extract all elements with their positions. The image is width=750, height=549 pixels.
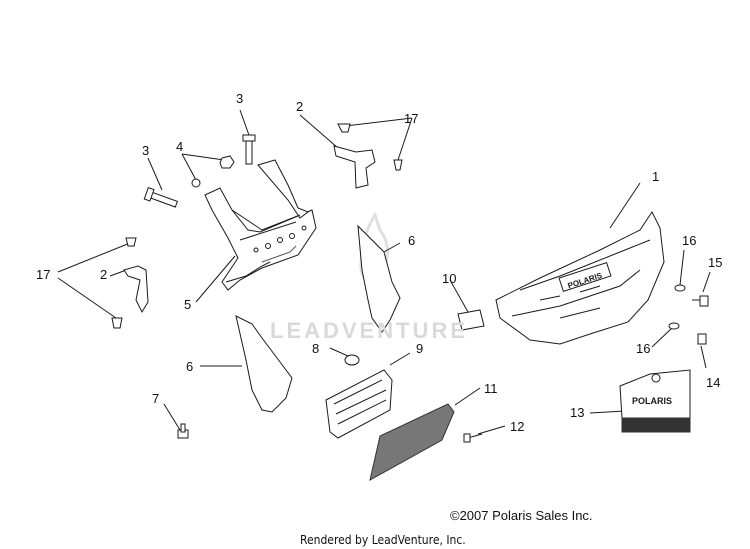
leader-lines: [57, 109, 711, 435]
callout-11: 11: [484, 381, 498, 396]
nameplate: POLARIS: [619, 369, 691, 433]
callout-12: 12: [510, 419, 525, 434]
bolt-icon: [143, 187, 179, 208]
screw-icon: [463, 433, 483, 443]
grille-frame: [325, 369, 393, 439]
callout-6: 6: [408, 233, 416, 248]
nut-icon: [191, 155, 235, 188]
callout-5: 5: [184, 297, 192, 312]
callout-13: 13: [570, 405, 585, 420]
callout-3: 3: [236, 91, 244, 106]
side-shield-lower: [235, 315, 293, 413]
callout-17: 17: [36, 267, 51, 282]
callout-17: 17: [404, 111, 419, 126]
callout-8: 8: [312, 341, 320, 356]
front-rack-frame: [204, 159, 317, 291]
rendered-by-text: Rendered by LeadVenture, Inc.: [300, 533, 466, 547]
decal-icon: [457, 309, 485, 331]
bolt-icon: [242, 134, 256, 165]
callout-9: 9: [416, 341, 424, 356]
washer-icon: [668, 284, 686, 330]
side-shield-upper: [357, 224, 401, 333]
grommet-icon: [344, 354, 360, 366]
callout-4: 4: [176, 139, 184, 154]
copyright-text: ©2007 Polaris Sales Inc.: [450, 508, 593, 523]
callout-2: 2: [100, 267, 108, 282]
watermark-text: LEADVENTURE: [270, 318, 469, 343]
callout-16: 16: [682, 233, 697, 248]
screw-icon: [177, 423, 189, 439]
mesh-screen: [369, 403, 455, 481]
nameplate-logo-text: POLARIS: [632, 396, 672, 406]
screw-icon: [111, 123, 403, 329]
callout-14: 14: [706, 375, 721, 390]
callout-3: 3: [142, 143, 150, 158]
callout-1: 1: [652, 169, 660, 184]
callout-10: 10: [442, 271, 457, 286]
callout-15: 15: [708, 255, 723, 270]
bolt-icon: [692, 295, 709, 345]
bracket-icon: [123, 145, 376, 314]
callout-16: 16: [636, 341, 651, 356]
callout-6: 6: [186, 359, 194, 374]
callout-7: 7: [152, 391, 160, 406]
front-bumper: POLARIS: [495, 211, 665, 345]
callout-2: 2: [296, 99, 304, 114]
